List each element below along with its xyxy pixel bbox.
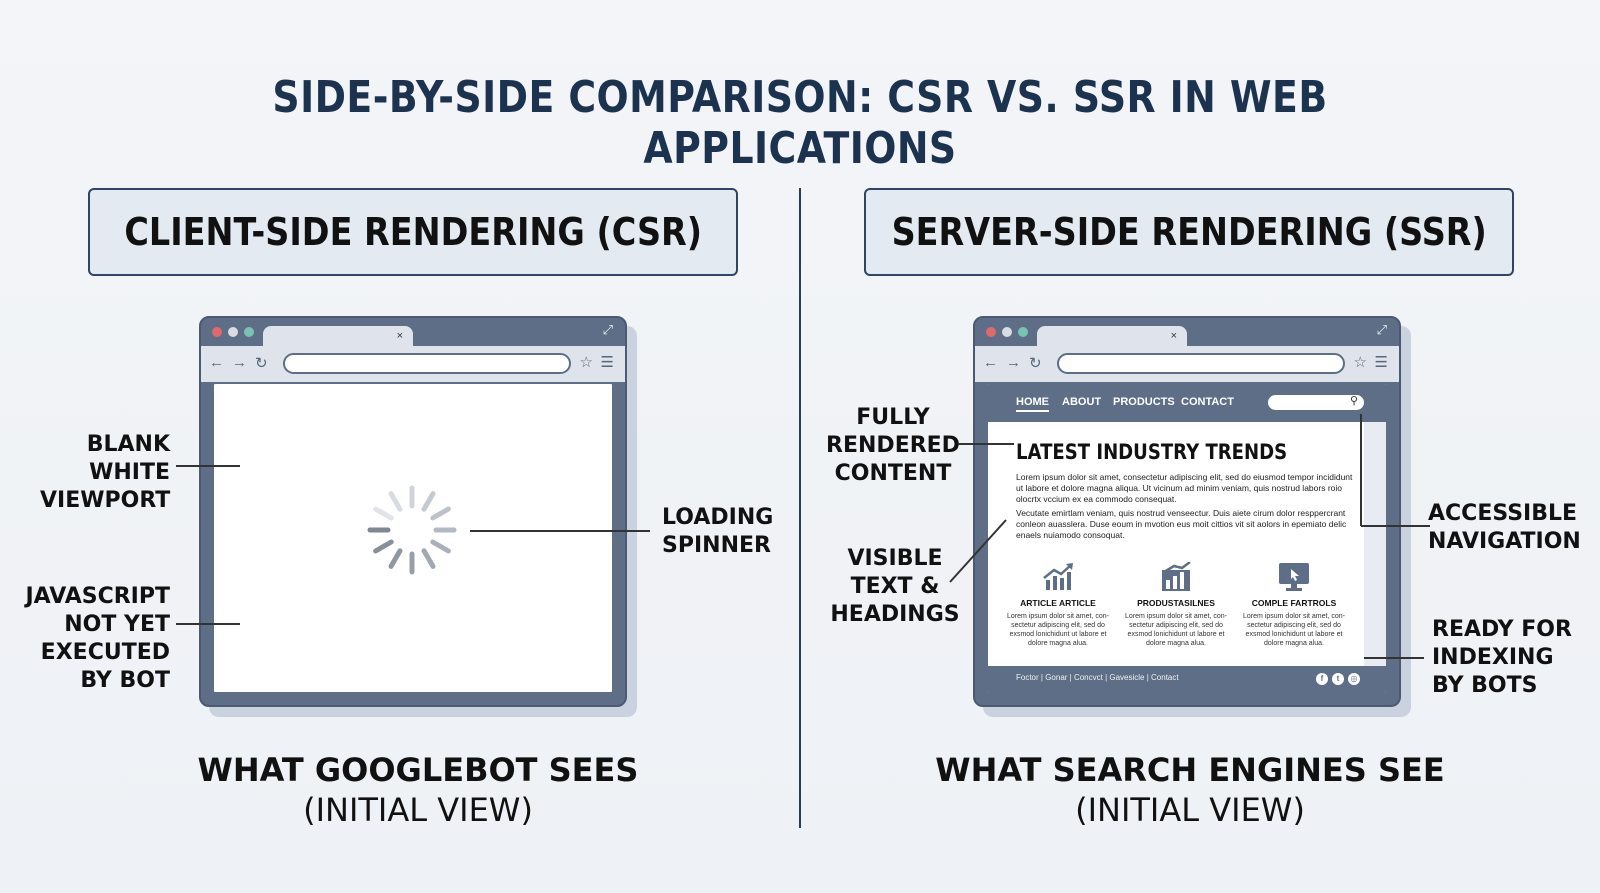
ready-for-indexing-callout: READY FOR INDEXING BY BOTS — [1432, 617, 1572, 698]
tab-close-icon[interactable]: × — [1170, 330, 1177, 342]
close-dot-icon[interactable] — [212, 327, 222, 337]
forward-arrow-icon[interactable]: → — [1006, 354, 1021, 371]
visible-text-callout: VISIBLE TEXT & HEADINGS — [830, 546, 960, 627]
star-icon[interactable]: ☆ — [579, 354, 593, 371]
fully-rendered-leader — [958, 443, 1014, 445]
javascript-callout: JAVASCRIPT NOT YET EXECUTED BY BOT — [25, 584, 170, 693]
monitor-icon — [1279, 563, 1309, 591]
spinner-leader — [470, 530, 650, 532]
tab-close-icon[interactable]: × — [396, 330, 403, 342]
maximize-dot-icon[interactable] — [244, 327, 254, 337]
csr-heading: CLIENT-SIDE RENDERING (CSR) — [124, 210, 702, 254]
nav-about[interactable]: ABOUT — [1062, 396, 1102, 408]
fully-rendered-callout: FULLY RENDERED CONTENT — [826, 405, 960, 486]
article-paragraph-1: Lorem ipsum dolor sit amet, consectetur … — [1016, 472, 1353, 504]
accessible-navigation-callout: ACCESSIBLE NAVIGATION — [1428, 501, 1581, 554]
back-arrow-icon[interactable]: ← — [209, 354, 224, 371]
address-bar[interactable] — [283, 353, 571, 374]
back-arrow-icon[interactable]: ← — [983, 354, 998, 371]
search-icon[interactable]: ⚲ — [1349, 395, 1358, 407]
browser-toolbar: ← → ↻ ☆ ☰ — [201, 346, 625, 382]
maximize-dot-icon[interactable] — [1018, 327, 1028, 337]
javascript-leader — [176, 623, 240, 625]
scrollbar[interactable] — [1364, 422, 1386, 692]
csr-heading-box: CLIENT-SIDE RENDERING (CSR) — [88, 188, 738, 276]
csr-caption-sub: (INITIAL VIEW) — [303, 791, 533, 829]
browser-tab[interactable]: × — [1037, 326, 1187, 348]
menu-icon[interactable]: ☰ — [1374, 354, 1388, 371]
chart-up-icon — [1043, 563, 1073, 590]
blank-viewport-leader — [176, 465, 240, 467]
reload-icon[interactable]: ↻ — [255, 355, 268, 372]
site-footer: Foctor | Gonar | Concvct | Gavesicle | C… — [988, 666, 1386, 692]
loading-spinner-icon — [367, 485, 457, 575]
feature-card: ARTICLE ARTICLE Lorem ipsum dolor sit am… — [1006, 560, 1110, 648]
feature-card: PRODUSTASILNES Lorem ipsum dolor sit ame… — [1124, 560, 1228, 648]
csr-caption: WHAT GOOGLEBOT SEES (INITIAL VIEW) — [158, 750, 678, 830]
nav-contact[interactable]: CONTACT — [1181, 396, 1234, 408]
navigation-leader — [1360, 414, 1430, 527]
browser-titlebar: × ⤢ — [975, 318, 1399, 348]
center-divider — [799, 188, 801, 828]
ssr-caption-main: WHAT SEARCH ENGINES SEE — [935, 751, 1445, 789]
minimize-dot-icon[interactable] — [1002, 327, 1012, 337]
main-title: SIDE-BY-SIDE COMPARISON: CSR VS. SSR IN … — [272, 72, 1328, 174]
ssr-browser-window: × ⤢ ← → ↻ ☆ ☰ HOME ABOUT PRODUCTS CONTAC… — [973, 316, 1401, 707]
site-search-input[interactable]: ⚲ — [1268, 395, 1364, 410]
expand-icon[interactable]: ⤢ — [602, 322, 613, 337]
article-paragraph-2: Vecutate emirtlam veniam, quis nostrud v… — [1016, 508, 1347, 540]
forward-arrow-icon[interactable]: → — [232, 354, 247, 371]
blank-viewport-callout: BLANK WHITE VIEWPORT — [40, 432, 171, 513]
facebook-icon[interactable]: f — [1316, 673, 1328, 685]
csr-browser-window: × ⤢ ← → ↻ ☆ ☰ — [199, 316, 627, 707]
article-headline: LATEST INDUSTRY TRENDS — [1016, 440, 1288, 464]
rendered-page: HOME ABOUT PRODUCTS CONTACT ⚲ LATEST IND… — [986, 382, 1388, 694]
minimize-dot-icon[interactable] — [228, 327, 238, 337]
instagram-icon[interactable]: ◎ — [1348, 673, 1360, 685]
expand-icon[interactable]: ⤢ — [1376, 322, 1387, 337]
ssr-heading: SERVER-SIDE RENDERING (SSR) — [891, 210, 1487, 254]
ssr-caption-sub: (INITIAL VIEW) — [1075, 791, 1305, 829]
browser-toolbar: ← → ↻ ☆ ☰ — [975, 346, 1399, 382]
browser-titlebar: × ⤢ — [201, 318, 625, 348]
star-icon[interactable]: ☆ — [1353, 354, 1367, 371]
bar-chart-icon — [1162, 562, 1191, 591]
ssr-heading-box: SERVER-SIDE RENDERING (SSR) — [864, 188, 1514, 276]
feature-card: COMPLE FARTROLS Lorem ipsum dolor sit am… — [1242, 560, 1346, 648]
csr-caption-main: WHAT GOOGLEBOT SEES — [197, 751, 639, 789]
footer-links[interactable]: Foctor | Gonar | Concvct | Gavesicle | C… — [1016, 673, 1179, 682]
address-bar[interactable] — [1057, 353, 1345, 374]
indexing-leader — [1364, 657, 1424, 659]
blank-viewport — [212, 382, 614, 694]
twitter-icon[interactable]: t — [1332, 673, 1344, 685]
nav-home[interactable]: HOME — [1016, 396, 1049, 412]
browser-tab[interactable]: × — [263, 326, 413, 348]
ssr-caption: WHAT SEARCH ENGINES SEE (INITIAL VIEW) — [930, 750, 1450, 830]
nav-products[interactable]: PRODUCTS — [1113, 396, 1175, 408]
reload-icon[interactable]: ↻ — [1029, 355, 1042, 372]
loading-spinner-callout: LOADING SPINNER — [662, 505, 774, 558]
site-navigation: HOME ABOUT PRODUCTS CONTACT ⚲ — [988, 384, 1386, 422]
visible-text-leader — [949, 519, 1007, 583]
close-dot-icon[interactable] — [986, 327, 996, 337]
menu-icon[interactable]: ☰ — [600, 354, 614, 371]
